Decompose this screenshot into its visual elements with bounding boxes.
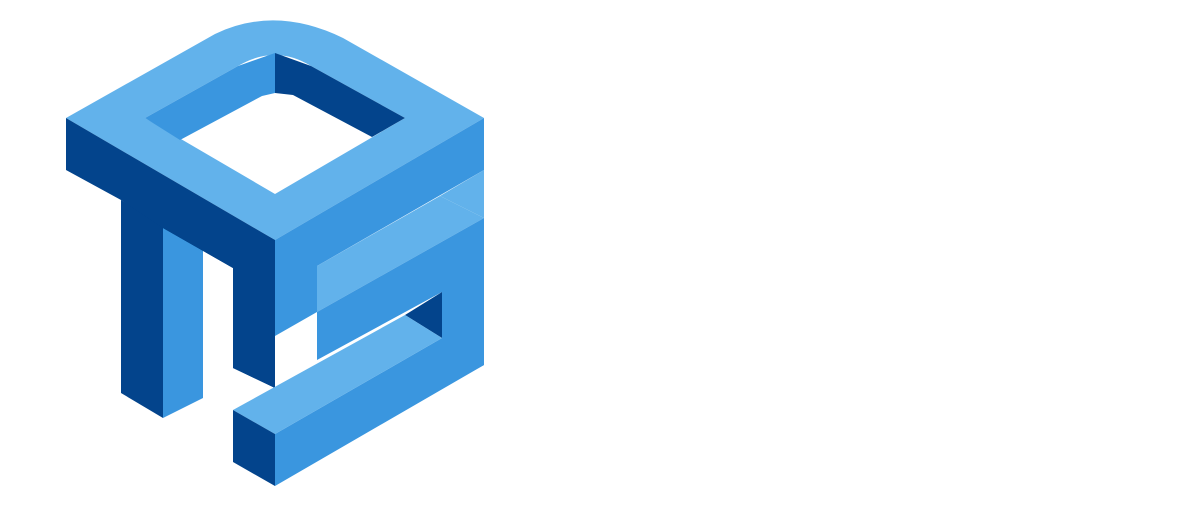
logo-ring-inner-dark bbox=[275, 53, 405, 137]
logo-ring-inner-mid bbox=[145, 53, 275, 140]
logo-s-lower-top bbox=[233, 315, 442, 434]
logo-s-end-cap bbox=[233, 410, 275, 486]
logo-s-inner-notch bbox=[405, 292, 442, 338]
logo-left-pillar-front bbox=[121, 200, 163, 418]
logo-s-upper-corner bbox=[440, 170, 484, 218]
logo-ring-front-left bbox=[66, 118, 275, 388]
logo-ring-front-right bbox=[275, 118, 484, 336]
logo-top-ring bbox=[66, 20, 484, 240]
logo-s-right-wall-face bbox=[275, 218, 484, 486]
logo-left-pillar-side bbox=[163, 203, 203, 418]
logo-s-upper-top bbox=[317, 196, 484, 312]
